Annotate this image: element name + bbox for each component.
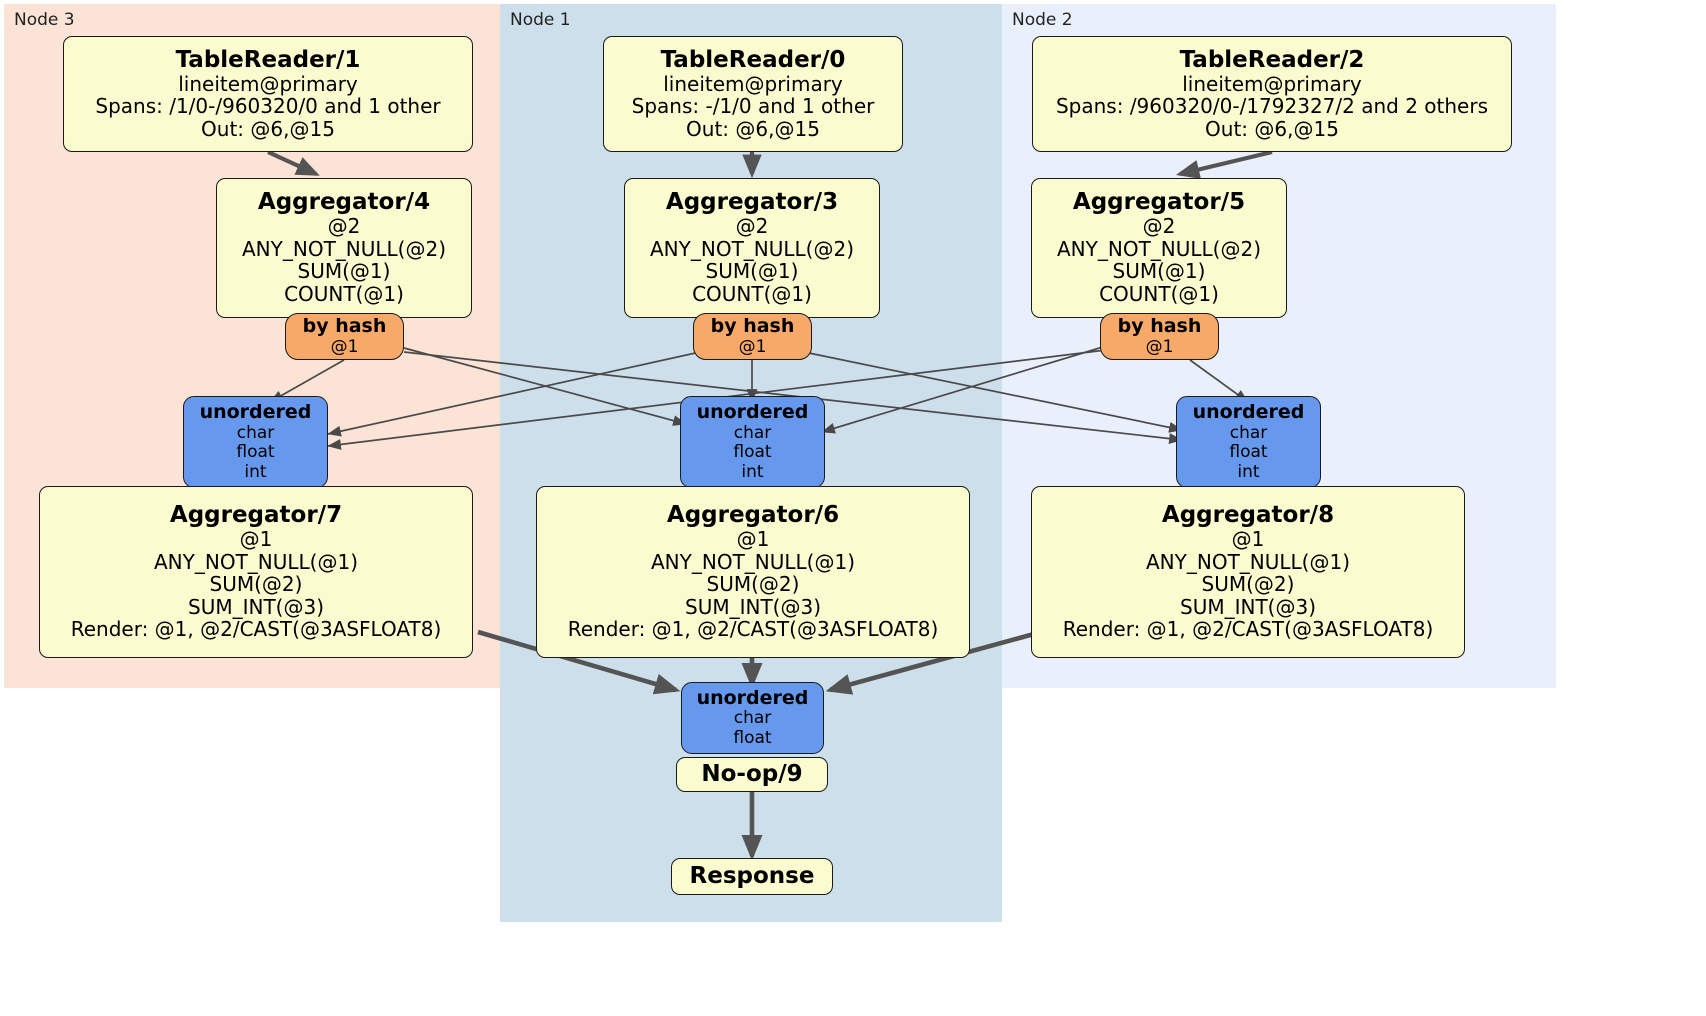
router-detail: @1 xyxy=(738,336,767,357)
router-title: by hash xyxy=(710,315,795,338)
processor-detail: COUNT(@1) xyxy=(284,282,404,307)
processor-tablereader-0[interactable]: TableReader/0 lineitem@primary Spans: -/… xyxy=(603,36,903,152)
processor-tablereader-2[interactable]: TableReader/2 lineitem@primary Spans: /9… xyxy=(1032,36,1512,152)
node-panel-label-node2: Node 2 xyxy=(1012,10,1073,30)
processor-detail: ANY_NOT_NULL(@1) xyxy=(154,549,358,574)
processor-detail: COUNT(@1) xyxy=(1099,282,1219,307)
processor-title: TableReader/0 xyxy=(660,46,846,73)
processor-detail: ANY_NOT_NULL(@2) xyxy=(242,236,446,261)
processor-detail: ANY_NOT_NULL(@1) xyxy=(651,549,855,574)
processor-detail: Render: @1, @2/CAST(@3ASFLOAT8) xyxy=(1062,617,1434,642)
synchronizer-detail: char xyxy=(733,422,772,443)
processor-no-op-9[interactable]: No-op/9 xyxy=(676,757,828,792)
processor-title: Aggregator/4 xyxy=(257,189,431,216)
processor-detail: Out: @6,@15 xyxy=(686,116,820,141)
synchronizer-detail: float xyxy=(1229,442,1268,463)
synchronizer-detail: int xyxy=(1237,461,1260,482)
router-by-hash-node1[interactable]: by hash @1 xyxy=(693,313,812,360)
router-title: by hash xyxy=(1117,315,1202,338)
router-by-hash-node3[interactable]: by hash @1 xyxy=(285,313,404,360)
router-by-hash-node2[interactable]: by hash @1 xyxy=(1100,313,1219,360)
synchronizer-title: unordered xyxy=(696,686,809,709)
processor-detail: lineitem@primary xyxy=(1182,71,1362,96)
synchronizer-detail: int xyxy=(741,461,764,482)
processor-title: TableReader/1 xyxy=(175,46,361,73)
synchronizer-unordered-node1[interactable]: unordered char float int xyxy=(680,396,825,488)
synchronizer-title: unordered xyxy=(1192,400,1305,423)
processor-title: Response xyxy=(689,863,815,889)
processor-detail: Render: @1, @2/CAST(@3ASFLOAT8) xyxy=(70,617,442,642)
processor-detail: SUM_INT(@3) xyxy=(188,594,324,619)
synchronizer-detail: int xyxy=(244,461,267,482)
processor-detail: SUM_INT(@3) xyxy=(685,594,821,619)
processor-detail: Spans: -/1/0 and 1 other xyxy=(631,94,875,119)
processor-response[interactable]: Response xyxy=(671,858,833,895)
synchronizer-detail: float xyxy=(733,442,772,463)
processor-detail: SUM(@1) xyxy=(297,259,391,284)
synchronizer-title: unordered xyxy=(199,400,312,423)
processor-aggregator-5[interactable]: Aggregator/5 @2 ANY_NOT_NULL(@2) SUM(@1)… xyxy=(1031,178,1287,318)
processor-aggregator-7[interactable]: Aggregator/7 @1 ANY_NOT_NULL(@1) SUM(@2)… xyxy=(39,486,473,658)
router-detail: @1 xyxy=(330,336,359,357)
processor-detail: Out: @6,@15 xyxy=(1205,116,1339,141)
processor-title: No-op/9 xyxy=(701,761,803,788)
processor-title: Aggregator/7 xyxy=(169,502,343,529)
processor-aggregator-4[interactable]: Aggregator/4 @2 ANY_NOT_NULL(@2) SUM(@1)… xyxy=(216,178,472,318)
processor-aggregator-8[interactable]: Aggregator/8 @1 ANY_NOT_NULL(@1) SUM(@2)… xyxy=(1031,486,1465,658)
node-panel-label-node1: Node 1 xyxy=(510,10,571,30)
processor-detail: ANY_NOT_NULL(@2) xyxy=(1057,236,1261,261)
processor-detail: ANY_NOT_NULL(@1) xyxy=(1146,549,1350,574)
processor-detail: SUM_INT(@3) xyxy=(1180,594,1316,619)
synchronizer-detail: char xyxy=(733,708,772,729)
processor-detail: @1 xyxy=(736,527,770,551)
processor-detail: COUNT(@1) xyxy=(692,282,812,307)
processor-detail: @1 xyxy=(1231,527,1265,551)
synchronizer-title: unordered xyxy=(696,400,809,423)
processor-detail: @2 xyxy=(1142,214,1176,239)
processor-detail: @1 xyxy=(239,527,273,551)
processor-detail: SUM(@1) xyxy=(1112,259,1206,284)
synchronizer-detail: float xyxy=(733,727,772,748)
synchronizer-detail: char xyxy=(1229,422,1268,443)
processor-title: Aggregator/5 xyxy=(1072,189,1246,216)
processor-detail: Out: @6,@15 xyxy=(201,116,335,141)
router-title: by hash xyxy=(302,315,387,338)
processor-detail: @2 xyxy=(735,214,769,239)
synchronizer-unordered-node3[interactable]: unordered char float int xyxy=(183,396,328,488)
synchronizer-unordered-node2[interactable]: unordered char float int xyxy=(1176,396,1321,488)
synchronizer-detail: float xyxy=(236,442,275,463)
processor-tablereader-1[interactable]: TableReader/1 lineitem@primary Spans: /1… xyxy=(63,36,473,152)
processor-detail: SUM(@2) xyxy=(1201,572,1295,597)
node-panel-label-node3: Node 3 xyxy=(14,10,75,30)
processor-detail: Render: @1, @2/CAST(@3ASFLOAT8) xyxy=(567,617,939,642)
processor-title: Aggregator/3 xyxy=(665,189,839,216)
processor-detail: ANY_NOT_NULL(@2) xyxy=(650,236,854,261)
processor-detail: SUM(@1) xyxy=(705,259,799,284)
processor-detail: lineitem@primary xyxy=(663,71,843,96)
processor-detail: @2 xyxy=(327,214,361,239)
router-detail: @1 xyxy=(1145,336,1174,357)
synchronizer-unordered-final[interactable]: unordered char float xyxy=(681,682,824,754)
processor-title: Aggregator/6 xyxy=(666,502,840,529)
processor-detail: SUM(@2) xyxy=(209,572,303,597)
processor-detail: Spans: /960320/0-/1792327/2 and 2 others xyxy=(1055,94,1488,119)
processor-aggregator-3[interactable]: Aggregator/3 @2 ANY_NOT_NULL(@2) SUM(@1)… xyxy=(624,178,880,318)
processor-detail: lineitem@primary xyxy=(178,71,358,96)
processor-title: TableReader/2 xyxy=(1179,46,1365,73)
processor-detail: SUM(@2) xyxy=(706,572,800,597)
processor-detail: Spans: /1/0-/960320/0 and 1 other xyxy=(95,94,441,119)
processor-title: Aggregator/8 xyxy=(1161,502,1335,529)
processor-aggregator-6[interactable]: Aggregator/6 @1 ANY_NOT_NULL(@1) SUM(@2)… xyxy=(536,486,970,658)
synchronizer-detail: char xyxy=(236,422,275,443)
